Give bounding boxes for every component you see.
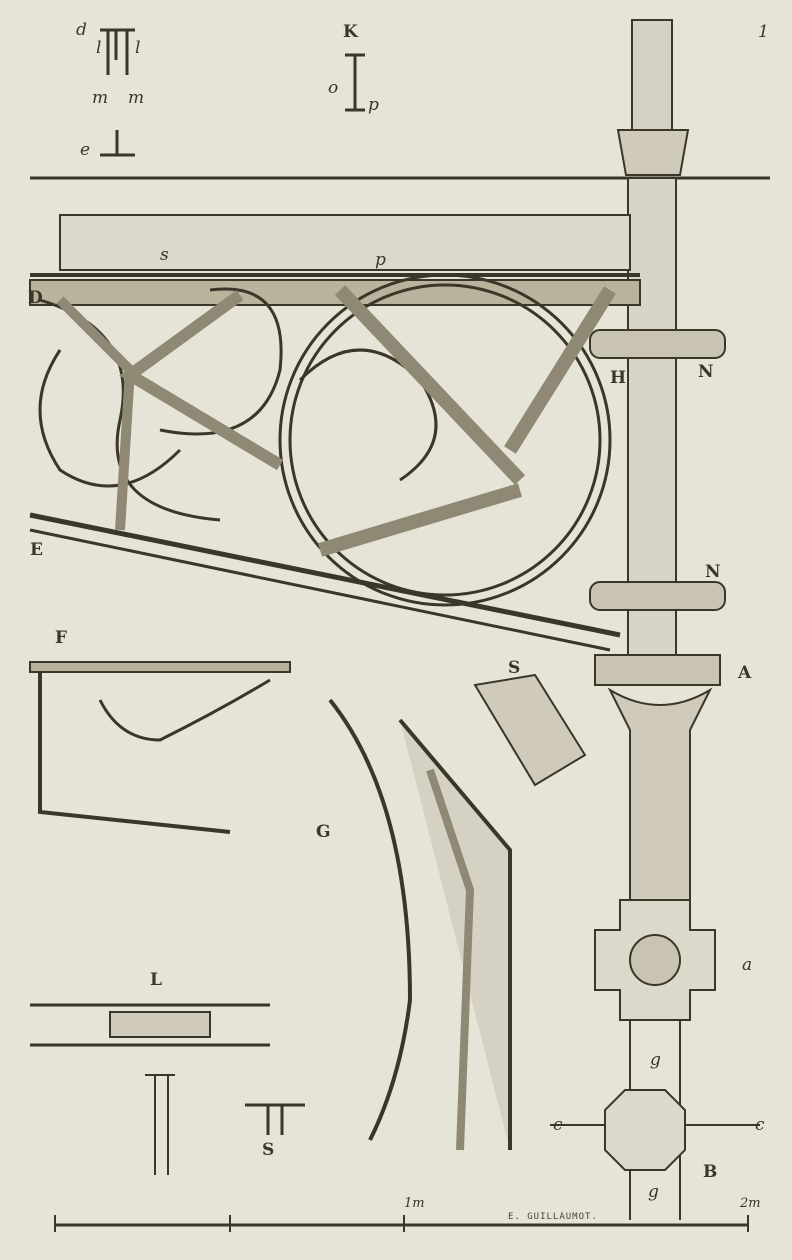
label-b: B xyxy=(703,1162,718,1182)
detail-d-profile xyxy=(100,28,135,75)
scale-mark-1m: 1m xyxy=(404,1196,425,1211)
label-n: N xyxy=(698,362,714,382)
label-g: g xyxy=(650,1050,661,1070)
engraver-signature: E. GUILLAUMOT. xyxy=(508,1212,598,1222)
label-c: c xyxy=(755,1115,765,1135)
clamp-band xyxy=(589,329,726,359)
detail-f xyxy=(29,661,291,834)
clamp-band xyxy=(589,581,726,611)
label-n: N xyxy=(705,562,721,582)
flange-a xyxy=(594,899,716,1021)
ornamental-scrollwork xyxy=(38,273,616,607)
label-e: e xyxy=(80,140,91,160)
label-c: c xyxy=(553,1115,563,1135)
girder-top xyxy=(29,279,641,306)
scale-bar xyxy=(54,1215,749,1232)
detail-g xyxy=(328,698,512,1151)
label-k: K xyxy=(343,22,358,42)
label-m: m xyxy=(92,88,109,108)
label-f: F xyxy=(55,628,68,648)
label-p: p xyxy=(375,250,386,270)
label-l: l xyxy=(135,38,141,58)
label-g-upper: G xyxy=(316,822,331,842)
label-g: g xyxy=(648,1182,659,1202)
label-a: a xyxy=(742,955,753,975)
label-h: H xyxy=(610,368,627,388)
label-d-upper: D xyxy=(28,288,43,308)
label-m: m xyxy=(128,88,145,108)
scale-mark-2m: 2m xyxy=(740,1196,761,1211)
plate-number: 1 xyxy=(758,22,769,42)
label-l: l xyxy=(96,38,102,58)
label-p: p xyxy=(368,95,379,115)
detail-l xyxy=(30,1003,270,1175)
label-s: s xyxy=(160,245,169,265)
label-e-upper: E xyxy=(30,540,43,560)
label-l-upper: L xyxy=(150,970,162,990)
label-d: d xyxy=(76,20,87,40)
detail-e-profile xyxy=(100,130,135,157)
railing-top xyxy=(59,214,631,271)
detail-s-bracket xyxy=(473,673,587,787)
girder-bottom xyxy=(29,512,621,638)
label-s-upper: S xyxy=(508,658,521,678)
label-s-upper: S xyxy=(262,1140,275,1160)
octagon-b xyxy=(550,1089,760,1171)
label-o: o xyxy=(328,78,339,98)
detail-s-profile xyxy=(245,1103,305,1135)
cast-iron-column xyxy=(589,19,726,1220)
detail-k-profile xyxy=(345,53,365,112)
label-a-upper: A xyxy=(738,663,752,683)
